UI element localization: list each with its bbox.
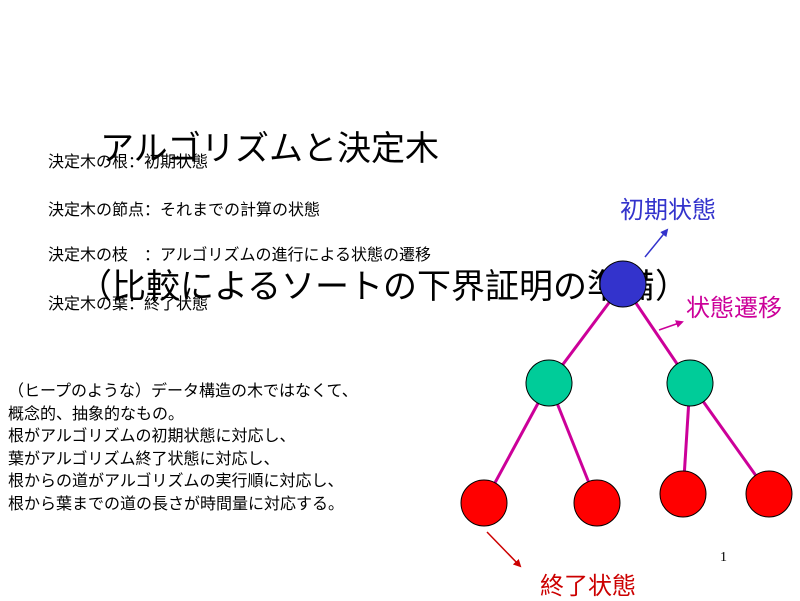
page-number: 1 [720,550,727,565]
internal-node [525,359,573,407]
transition-arrow [658,320,684,331]
note-line: 根からの道がアルゴリズムの実行順に対応し、 [8,471,344,491]
note-line: 根がアルゴリズムの初期状態に対応し、 [8,426,296,446]
note-line: 概念的、抽象的なもの。 [8,403,185,423]
title-line-2: （比較によるソートの下界証明の準備） [78,267,689,307]
slide-title: アルゴリズムと決定木 （比較によるソートの下界証明の準備） [78,34,689,356]
initial-state-arrow [644,228,669,258]
definition-node: 決定木の節点：それまでの計算の状態 [48,200,321,219]
internal-node [666,359,714,407]
notes-paragraph: （ヒープのような）データ構造の木ではなくて、 概念的、抽象的なもの。 根がアルゴ… [8,380,358,516]
note-line: 葉がアルゴリズム終了状態に対応し、 [8,448,280,468]
note-line: 根から葉までの道の長さが時間量に対応する。 [8,493,345,513]
definition-root: 決定木の根：初期状態 [48,152,209,171]
final-state-arrow [486,531,522,568]
leaf-node [745,470,793,518]
definition-leaf: 決定木の葉：終了状態 [48,294,209,313]
definition-branch: 決定木の枝 ：アルゴリズムの進行による状態の遷移 [48,245,432,264]
leaf-node [573,479,621,527]
state-transition-label: 状態遷移 [686,294,782,322]
title-line-1: アルゴリズムと決定木 [100,129,439,169]
leaf-node [659,470,707,518]
initial-state-label: 初期状態 [620,196,716,224]
leaf-node [460,479,508,527]
final-state-label: 終了状態 [540,572,636,600]
root-node [599,260,647,308]
note-line: （ヒープのような）データ構造の木ではなくて、 [8,381,358,400]
